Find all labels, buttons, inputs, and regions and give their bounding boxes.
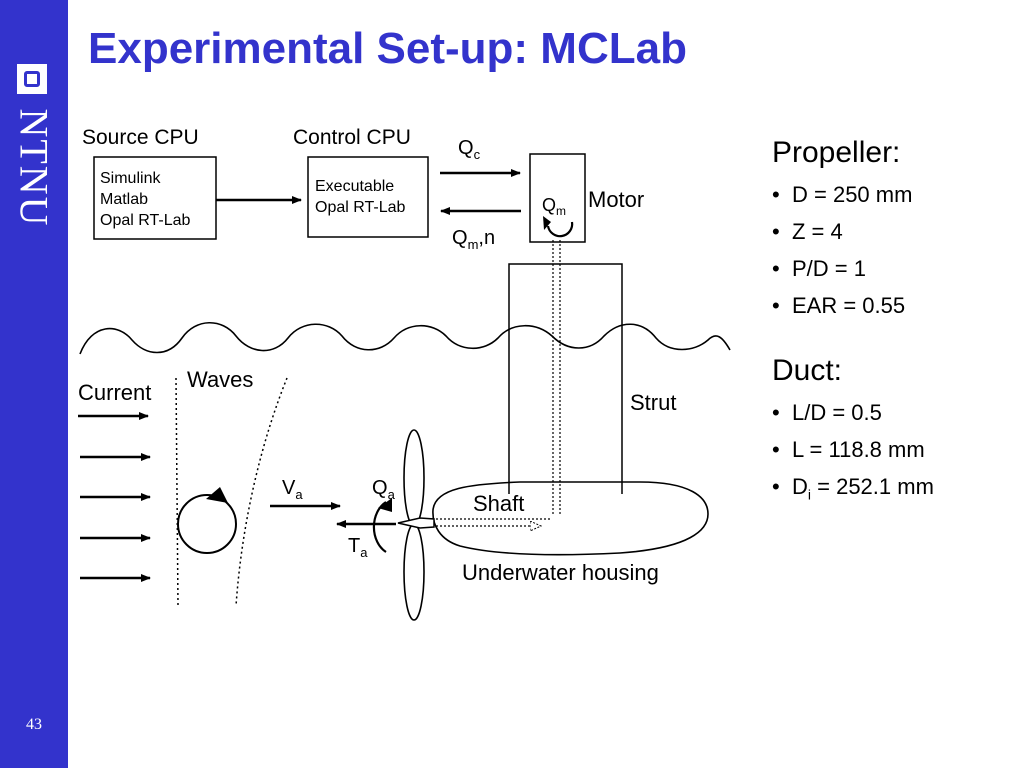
water-surface [79,322,731,355]
propeller-spec: D = 250 mm [772,176,1012,213]
source-line: Simulink [100,170,161,187]
duct-spec: Di = 252.1 mm [772,468,1012,513]
current-label: Current [78,380,151,405]
specs-panel: Propeller: D = 250 mm Z = 4 P/D = 1 EAR … [772,136,1012,543]
qc-label: Qc [458,137,481,162]
propeller-spec: EAR = 0.55 [772,287,1012,324]
shaft-label: Shaft [473,491,524,516]
duct-heading: Duct: [772,354,843,387]
propeller-list: D = 250 mm Z = 4 P/D = 1 EAR = 0.55 [772,176,1012,324]
wave-front-line [175,377,179,607]
propeller-blade-top [403,429,425,527]
source-line: Opal RT-Lab [100,212,191,229]
source-cpu-label: Source CPU [82,126,199,149]
propeller-spec: Z = 4 [772,213,1012,250]
va-label: Va [282,477,303,502]
qm-label: Qm [542,195,566,218]
sidebar: NTNU 43 [0,0,68,768]
strut-label: Strut [630,390,676,415]
strut [508,263,623,495]
motor-torque-arc [546,221,574,238]
motor-label: Motor [588,187,644,212]
qa-label: Qa [372,477,396,502]
control-cpu-box [307,156,429,238]
duct-spec: L = 118.8 mm [772,431,1012,468]
propeller-blade-bottom [403,523,425,621]
page-number: 43 [26,716,42,733]
orbital-motion-circle [177,494,237,554]
waves-label: Waves [187,367,253,392]
setup-diagram: Source CPU Control CPU Simulink Matlab O… [78,126,731,621]
propeller-spec: P/D = 1 [772,250,1012,287]
control-line: Opal RT-Lab [315,199,406,216]
housing-label: Underwater housing [462,560,659,585]
control-cpu-label: Control CPU [293,126,411,149]
underwater-housing [432,481,709,556]
propeller-heading: Propeller: [772,136,901,169]
ta-label: Ta [348,535,368,560]
orbital-arrowhead [206,487,228,503]
motor-box [529,153,586,243]
slide-title: Experimental Set-up: MCLab [88,24,687,73]
qa-arrowhead [378,498,392,512]
logo-text: NTNU [11,108,57,228]
duct-list: L/D = 0.5 L = 118.8 mm Di = 252.1 mm [772,394,1012,513]
motor-torque-arrowhead [543,216,551,230]
ntnu-logo-icon [17,64,47,94]
duct-spec: L/D = 0.5 [772,394,1012,431]
wave-front-curve [235,377,288,607]
control-line: Executable [315,178,394,195]
source-cpu-box [93,156,217,240]
source-line: Matlab [100,191,148,208]
qm-n-label: Qm,n [452,227,495,252]
propeller-hub [397,517,435,529]
